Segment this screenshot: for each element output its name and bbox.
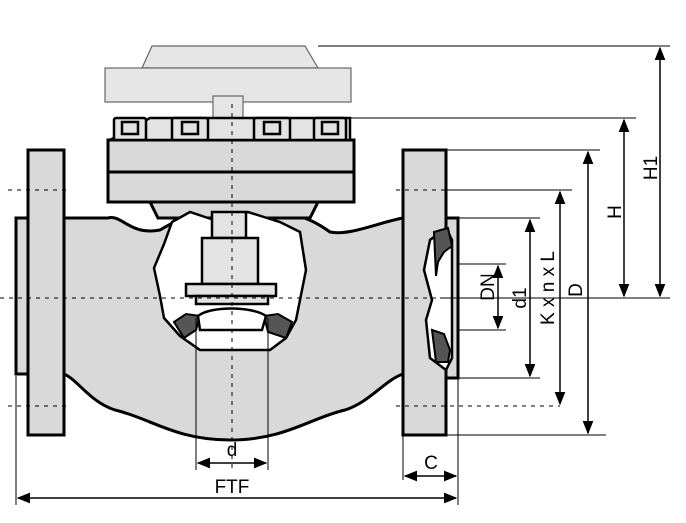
label-d: d (227, 440, 238, 461)
label-dn: DN (478, 273, 499, 300)
right-flange (401, 148, 460, 437)
label-kxnxl: K x n x L (538, 251, 559, 325)
left-flange (14, 148, 66, 437)
center-lines (0, 104, 560, 470)
label-h: H (605, 205, 626, 219)
bonnet-bolts (112, 116, 348, 142)
dimension-labels: H1 H D K x n x L d1 DN d C FTF (215, 156, 662, 498)
bolt-4 (312, 116, 348, 142)
label-c: C (424, 453, 438, 474)
dimension-arrows (16, 46, 666, 504)
cutaway-internals (152, 210, 308, 352)
bolt-1 (112, 116, 148, 142)
label-h1: H1 (641, 156, 662, 180)
bolt-2 (170, 116, 210, 142)
actuator-ghost (104, 45, 352, 119)
label-d1: d1 (510, 287, 531, 308)
label-D: D (566, 283, 587, 297)
label-ftf: FTF (215, 477, 250, 498)
bolt-3 (252, 116, 292, 142)
